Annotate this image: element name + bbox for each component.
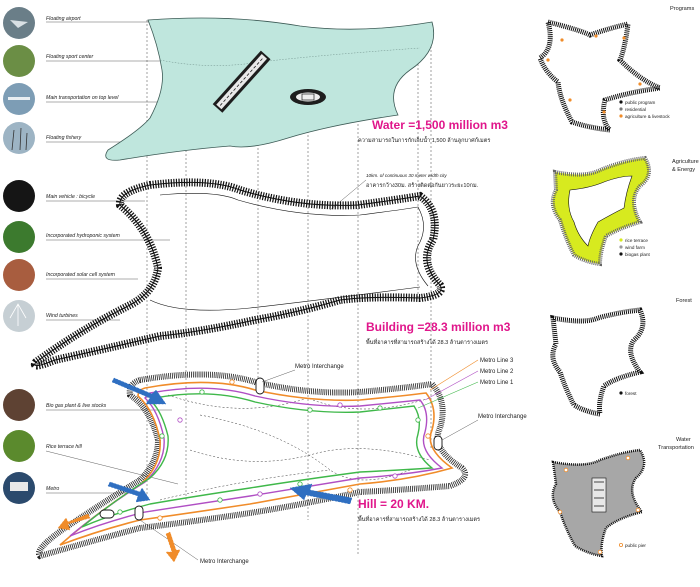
- label-metro: Metro: [46, 486, 59, 492]
- label-floating-sport-center: Floating sport center: [46, 54, 94, 60]
- thumb-wind: [3, 300, 35, 332]
- hill-headline: Hill = 20 KM.: [358, 497, 429, 511]
- label-floating-airport: Floating airport: [46, 16, 81, 22]
- metro-line-2-label: Metro Line 2: [480, 369, 514, 375]
- water-thai: ความสามารถในการกักเก็บน้ำ 1,500 ล้านลูกบ…: [358, 136, 490, 144]
- water-headline: Water =1,500 million m3: [372, 118, 508, 132]
- forest-legend: forest: [625, 391, 637, 396]
- metro-line-purple: [69, 387, 444, 537]
- water-surface: [105, 17, 435, 161]
- programs-legend-residential: residential: [625, 107, 646, 112]
- metro-interchange-right: Metro Interchange: [478, 414, 527, 420]
- blue-arrow-right: [289, 483, 353, 505]
- label-hydroponic: Incorporated hydroponic system: [46, 233, 120, 239]
- building-thai: พื้นที่อาคารที่สามารถสร้างได้ 28.3 ล้านต…: [366, 338, 488, 346]
- label-biogas: Bio gas plant & live stocks: [46, 403, 107, 409]
- water-transport-legend: public pier: [625, 543, 646, 548]
- water-transport-title-2: Transportation: [658, 445, 694, 451]
- city-note: 10km. of continuous 30 meter width city: [366, 173, 447, 178]
- programs-shape: [536, 18, 670, 134]
- thumb-fishery: [3, 122, 35, 154]
- hill-outline: [36, 371, 468, 560]
- metro-line-1-label: Metro Line 1: [480, 380, 514, 386]
- metro-stations: [117, 389, 421, 515]
- thumb-rice: [3, 430, 35, 462]
- metro-interchanges: [99, 377, 443, 521]
- hill-level: [36, 371, 468, 560]
- thumbnail-column: [3, 7, 35, 504]
- programs-legend-agriculture: agriculture & livestock: [625, 114, 670, 119]
- building-ribbon: [30, 178, 445, 370]
- metro-line-green: [81, 393, 434, 528]
- forest-shape: [550, 307, 646, 417]
- orange-arrow-bottom-left: [57, 513, 91, 531]
- panel-programs: Programs public program residential agri…: [536, 6, 694, 134]
- metro-line-3-label: Metro Line 3: [480, 358, 514, 364]
- city-thai: อาคารกว้าง30ม. สร้างติดต่อกันยาวระยะ10กม…: [366, 182, 479, 189]
- metro-interchange-bottom: Metro Interchange: [200, 559, 249, 565]
- building-headline: Building =28.3 million m3: [366, 320, 511, 334]
- left-labels: Floating airport Floating sport center M…: [46, 16, 120, 492]
- agri-title-2: & Energy: [672, 167, 695, 173]
- agri-title-1: Agriculture: [672, 159, 699, 165]
- label-floating-fishery: Floating fishery: [46, 135, 82, 141]
- metro-labels: Metro Interchange Metro Line 3 Metro Lin…: [139, 358, 527, 565]
- airport-runway: [212, 50, 271, 113]
- panel-agriculture: Agriculture & Energy rice terrace wind f…: [550, 155, 699, 267]
- thumb-sport-center: [3, 45, 35, 77]
- label-main-transportation: Main transportation on top level: [46, 95, 119, 101]
- thumb-biogas: [3, 389, 35, 421]
- water-level: [105, 17, 435, 161]
- hill-thai: พื้นที่อาคารที่สามารถสร้างได้ 28.3 ล้านต…: [358, 515, 480, 523]
- forest-title: Forest: [676, 298, 692, 304]
- blue-arrow-top-left: [111, 377, 167, 405]
- panel-water-transport: Water Transportation public pier: [551, 437, 694, 558]
- orange-arrow-bottom: [165, 531, 181, 563]
- flow-arrows: [57, 377, 353, 563]
- label-solar-cell: Incorporated solar cell system: [46, 272, 116, 278]
- label-wind-turbines: Wind turbines: [46, 313, 78, 319]
- agri-legend-wind: wind farm: [625, 245, 645, 250]
- water-transport-title-1: Water: [676, 437, 691, 443]
- sport-center-stadium: [290, 89, 326, 105]
- thumb-hydroponic: [3, 221, 35, 253]
- panel-forest: Forest forest: [550, 298, 692, 417]
- thumb-bicycle: [3, 180, 35, 212]
- programs-title: Programs: [670, 6, 694, 12]
- thumb-solar: [3, 259, 35, 291]
- agri-legend-rice: rice terrace: [625, 238, 648, 243]
- label-rice-terrace: Rice terrace hill: [46, 444, 83, 450]
- agri-legend-biogas: biogas plant: [625, 252, 650, 257]
- programs-legend-public: public program: [625, 100, 656, 105]
- blue-arrow-left: [107, 481, 151, 503]
- metro-interchange-top: Metro Interchange: [295, 364, 344, 370]
- label-main-vehicle: Main vehicle : bicycle: [46, 194, 95, 200]
